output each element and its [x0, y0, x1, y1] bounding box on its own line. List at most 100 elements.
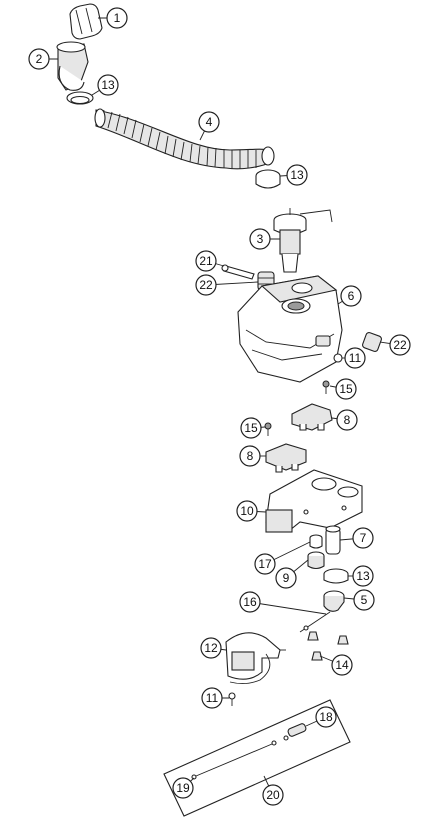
part-5-outlet-elbow: [323, 590, 345, 612]
callout-c17: 17: [254, 541, 311, 575]
callout-number: 11: [349, 351, 362, 365]
callout-c13c: 13: [348, 565, 374, 587]
callout-number: 15: [339, 382, 353, 396]
callout-number: 12: [204, 641, 218, 655]
callout-number: 2: [36, 52, 43, 66]
part-13-clamp-lower: [323, 568, 349, 584]
callout-circle: [97, 74, 119, 96]
callout-c11a: 11: [342, 347, 366, 369]
callout-number: 13: [290, 168, 304, 182]
callout-number: 1: [114, 11, 121, 25]
part-13-clamp-top: [66, 91, 94, 105]
callout-circle: [262, 784, 284, 806]
callout-circle: [353, 589, 375, 611]
callout-c12: 12: [200, 637, 227, 659]
callout-number: 17: [258, 557, 272, 571]
callout-circle: [336, 409, 358, 431]
callout-number: 14: [335, 658, 349, 672]
callout-c16: 16: [239, 591, 263, 613]
callout-c3: 3: [249, 228, 280, 250]
callout-c1: 1: [98, 7, 128, 29]
callout-c11b: 11: [201, 687, 229, 709]
callout-circle: [286, 164, 308, 186]
callout-circle: [172, 777, 194, 799]
callout-circle: [240, 417, 262, 439]
callout-circle: [315, 706, 337, 728]
callout-c7: 7: [339, 527, 374, 549]
callout-circle: [195, 250, 217, 272]
callout-circle: [198, 111, 220, 133]
callout-circle: [239, 445, 261, 467]
callout-c21: 21: [195, 250, 225, 272]
callout-circle: [340, 285, 362, 307]
callout-circle: [195, 274, 217, 296]
callout-c19: 19: [172, 777, 195, 799]
callout-c20: 20: [262, 775, 284, 806]
part-3-fuel-pump: [273, 208, 333, 273]
part-2-elbow: [56, 41, 89, 91]
part-14-dampers: [307, 631, 349, 661]
callout-c4: 4: [198, 111, 220, 141]
part-21-screw: [221, 264, 255, 280]
callout-circle: [201, 687, 223, 709]
part-6-housing: [237, 275, 343, 383]
part-12-pump: [225, 632, 286, 685]
part-11-bolt-bottom: [228, 692, 236, 706]
callout-circle: [344, 347, 366, 369]
callout-circle: [254, 553, 276, 575]
callout-c9: 9: [275, 559, 309, 589]
part-10-mounting-plate: [265, 469, 363, 533]
callout-circle: [331, 654, 353, 676]
callout-number: 4: [206, 115, 213, 129]
callout-number: 21: [199, 254, 213, 268]
callout-circle: [352, 565, 374, 587]
callout-circle: [236, 500, 258, 522]
callout-number: 3: [257, 232, 264, 246]
callout-circle: [239, 591, 261, 613]
callout-number: 11: [206, 691, 219, 705]
part-4-corrugated-hose: [94, 108, 275, 170]
callout-circle: [352, 527, 374, 549]
callout-circle: [106, 7, 128, 29]
callout-number: 13: [356, 569, 370, 583]
part-11-nut-top: [333, 353, 343, 363]
callout-number: 5: [361, 593, 368, 607]
callout-number: 15: [244, 421, 258, 435]
callout-number: 13: [101, 78, 115, 92]
callout-number: 8: [344, 413, 351, 427]
part-17-fitting: [309, 534, 323, 549]
part-16-tube: [261, 603, 331, 633]
part-1-cap: [69, 3, 103, 40]
callout-number: 10: [240, 504, 254, 518]
callout-circle: [389, 334, 411, 356]
callout-c14: 14: [319, 654, 353, 676]
part-8-sensor-lower: [265, 443, 307, 473]
callout-circle: [249, 228, 271, 250]
callout-c8b: 8: [239, 445, 266, 467]
part-8-sensor-upper: [291, 403, 333, 431]
part-15-screw-lower: [264, 422, 272, 436]
callout-number: 6: [348, 289, 355, 303]
callout-circle: [335, 378, 357, 400]
callout-c13b: 13: [279, 164, 308, 186]
callout-c5: 5: [343, 589, 375, 611]
callout-c22b: 22: [379, 334, 411, 356]
part-7-filter: [325, 525, 341, 555]
part-9-fitting: [307, 551, 325, 570]
callout-c15a: 15: [329, 378, 357, 400]
callout-number: 8: [247, 449, 254, 463]
callout-number: 18: [319, 710, 333, 724]
part-13-clamp-mid: [255, 169, 281, 189]
callout-c6: 6: [337, 285, 362, 307]
callout-c18: 18: [305, 706, 337, 728]
callout-c10: 10: [236, 500, 267, 522]
callout-c22a: 22: [195, 274, 259, 296]
callout-number: 16: [243, 595, 257, 609]
part-20-kit-box: [163, 699, 351, 817]
callout-c13a: 13: [91, 74, 119, 96]
callout-number: 22: [393, 338, 407, 352]
callout-number: 19: [176, 781, 190, 795]
callout-circle: [275, 567, 297, 589]
